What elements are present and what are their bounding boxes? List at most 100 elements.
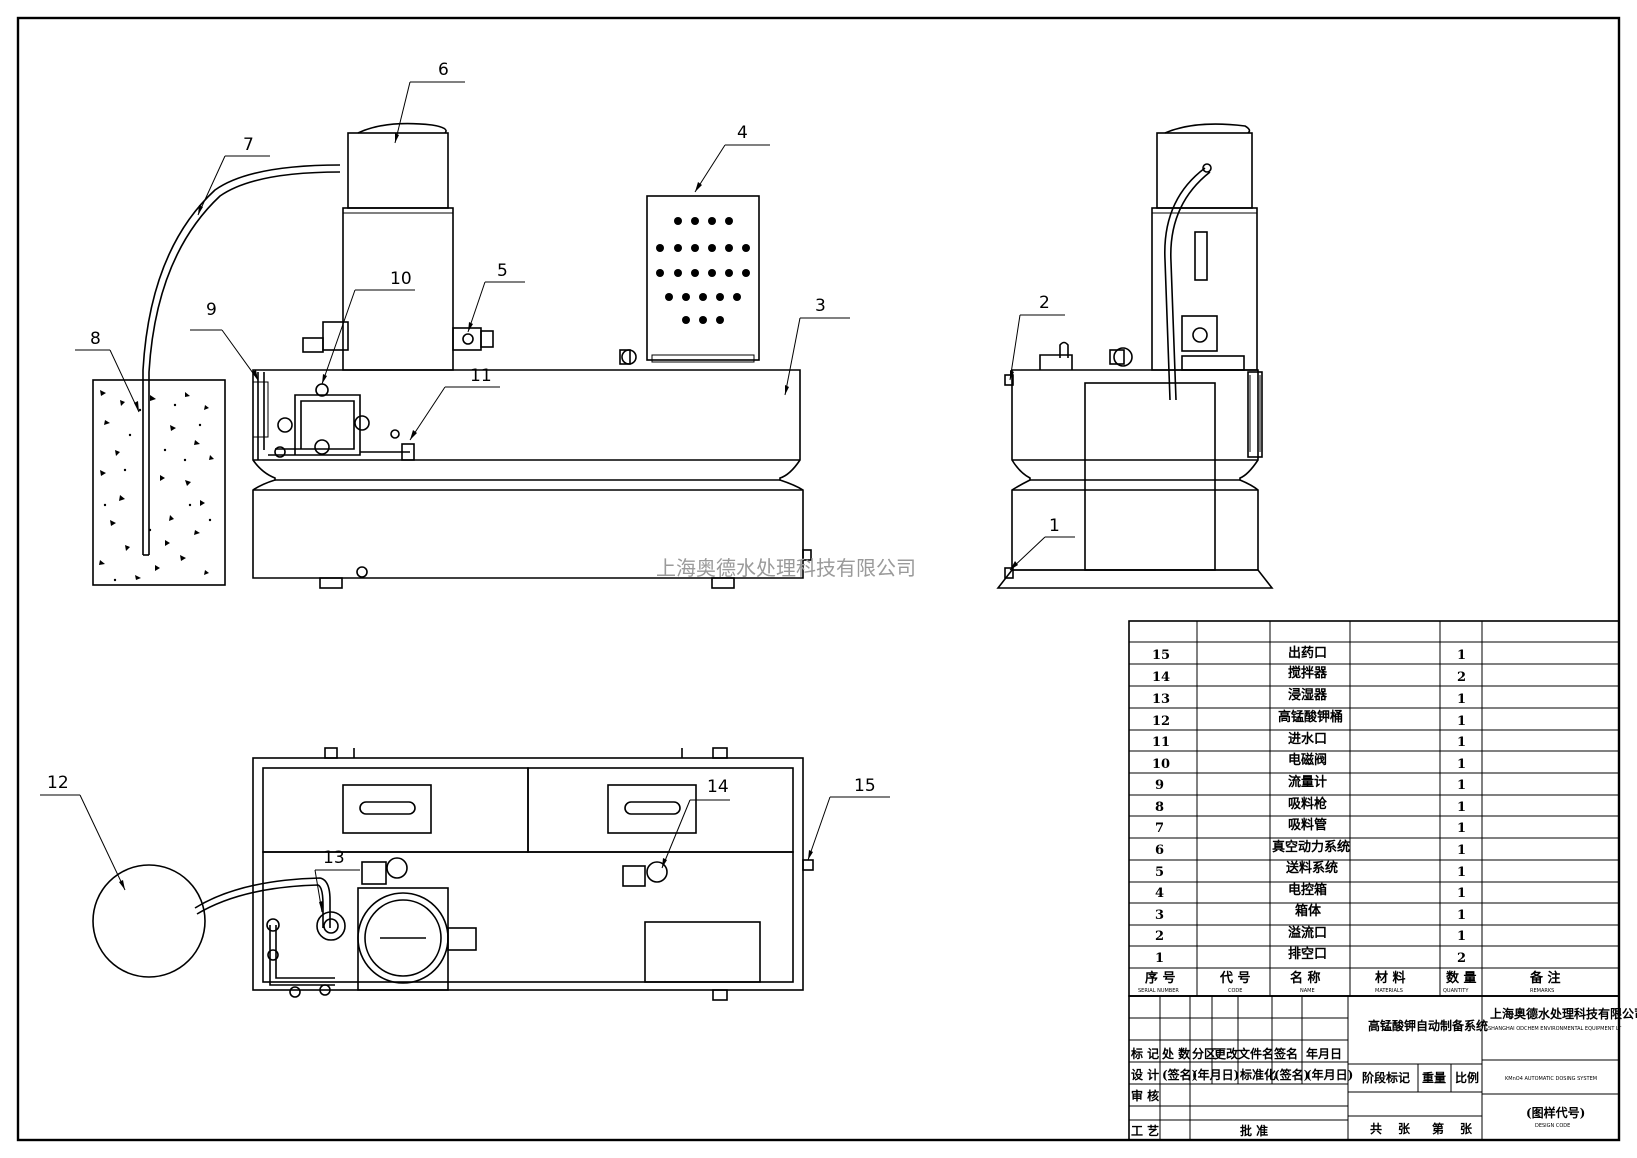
row-qty: 1 bbox=[1457, 886, 1466, 901]
tank-top-outline bbox=[252, 757, 804, 991]
row-name: 吸料管 bbox=[1288, 817, 1327, 833]
header-remarks: 备 注 bbox=[1529, 970, 1561, 986]
label-count: 处 数 bbox=[1161, 1046, 1191, 1061]
label-sign-paren: (签名) bbox=[1162, 1067, 1197, 1082]
header-serial-en: SERIAL NUMBER bbox=[1138, 988, 1179, 994]
feeding-motor bbox=[452, 327, 482, 351]
label-total: 共 bbox=[1370, 1121, 1382, 1136]
callout-1: 1 bbox=[1049, 516, 1060, 536]
row-name: 搅拌器 bbox=[1288, 665, 1328, 681]
table-row: 8 吸料枪 1 bbox=[1155, 796, 1466, 815]
title-block-grid bbox=[1128, 995, 1620, 1141]
company-name: 上海奥德水处理科技有限公司 bbox=[1490, 1006, 1637, 1021]
watermark: 上海奥德水处理科技有限公司 bbox=[656, 556, 916, 580]
drawing-frame bbox=[16, 16, 1621, 1142]
label-weight: 重量 bbox=[1422, 1070, 1446, 1085]
side-tank-body bbox=[1011, 369, 1259, 571]
callout-11: 11 bbox=[470, 366, 492, 386]
label-nth: 第 bbox=[1432, 1121, 1444, 1136]
callout-12: 12 bbox=[47, 773, 69, 793]
header-name: 名 称 bbox=[1290, 970, 1321, 986]
label-scale: 比例 bbox=[1455, 1070, 1479, 1085]
table-row: 3 箱体 1 bbox=[1155, 903, 1466, 923]
row-no: 11 bbox=[1152, 735, 1170, 750]
table-row: 13 浸湿器 1 bbox=[1152, 687, 1466, 707]
header-material: 材 料 bbox=[1375, 970, 1406, 986]
header-code-en: CODE bbox=[1228, 988, 1242, 994]
drain-port bbox=[1004, 567, 1014, 579]
callout-15: 15 bbox=[854, 776, 876, 796]
row-name: 真空动力系统 bbox=[1272, 839, 1350, 855]
row-qty: 1 bbox=[1457, 757, 1466, 772]
row-qty: 1 bbox=[1457, 800, 1466, 815]
label-design: 设 计 bbox=[1131, 1067, 1159, 1082]
row-no: 8 bbox=[1155, 800, 1164, 815]
callout-4: 4 bbox=[737, 123, 748, 143]
row-no: 13 bbox=[1152, 692, 1170, 707]
row-qty: 1 bbox=[1457, 648, 1466, 663]
table-row: 5 送料系统 1 bbox=[1155, 860, 1466, 880]
vacuum-unit-lower bbox=[342, 207, 454, 371]
tank-body bbox=[252, 369, 804, 579]
callout-8: 8 bbox=[90, 329, 101, 349]
row-no: 12 bbox=[1152, 714, 1170, 729]
row-name: 出药口 bbox=[1288, 645, 1327, 661]
row-name: 溢流口 bbox=[1288, 925, 1327, 941]
row-no: 7 bbox=[1155, 821, 1164, 836]
label-signature: 签名 bbox=[1273, 1046, 1298, 1061]
table-row: 11 进水口 1 bbox=[1152, 731, 1466, 750]
row-no: 14 bbox=[1152, 670, 1170, 685]
outlet-port bbox=[802, 859, 814, 871]
table-row: 2 溢流口 1 bbox=[1155, 925, 1466, 944]
table-row: 12 高锰酸钾桶 1 bbox=[1152, 709, 1466, 729]
top-view bbox=[92, 747, 814, 1001]
parts-table: 15 出药口 1 14 搅拌器 2 13 浸湿器 1 12 高锰酸钾桶 1 11… bbox=[1138, 645, 1561, 994]
label-standard: 标准化 bbox=[1239, 1067, 1276, 1082]
wetter-unit bbox=[316, 911, 346, 941]
callout-7: 7 bbox=[243, 135, 254, 155]
system-name: 高锰酸钾自动制备系统 bbox=[1368, 1018, 1488, 1033]
header-quantity-en: QUANTITY bbox=[1443, 988, 1469, 994]
side-view bbox=[996, 123, 1274, 589]
callout-13: 13 bbox=[323, 848, 345, 868]
label-mark: 标 记 bbox=[1130, 1046, 1159, 1061]
callout-2: 2 bbox=[1039, 293, 1050, 313]
front-view bbox=[92, 122, 812, 589]
row-no: 4 bbox=[1155, 886, 1164, 901]
suction-hose bbox=[142, 164, 341, 555]
row-qty: 1 bbox=[1457, 778, 1466, 793]
row-name: 送料系统 bbox=[1285, 860, 1338, 876]
control-box bbox=[646, 195, 760, 361]
table-row: 10 电磁阀 1 bbox=[1152, 752, 1466, 772]
english-title: KMnO4 AUTOMATIC DOSING SYSTEM bbox=[1505, 1076, 1597, 1082]
title-block: 高锰酸钾自动制备系统 上海奥德水处理科技有限公司 SHANGHAI ODCHEM… bbox=[1130, 1006, 1637, 1138]
mixer bbox=[622, 865, 646, 887]
callout-9: 9 bbox=[206, 300, 217, 320]
row-qty: 1 bbox=[1457, 843, 1466, 858]
label-stage-mark: 阶段标记 bbox=[1362, 1070, 1410, 1085]
callout-14: 14 bbox=[707, 777, 729, 797]
row-name: 电控箱 bbox=[1288, 882, 1327, 898]
control-box-vents bbox=[656, 217, 750, 324]
row-qty: 1 bbox=[1457, 735, 1466, 750]
row-qty: 1 bbox=[1457, 929, 1466, 944]
row-qty: 2 bbox=[1457, 670, 1466, 685]
label-review: 审 核 bbox=[1131, 1088, 1159, 1103]
label-approve: 批 准 bbox=[1240, 1123, 1268, 1138]
chemical-bucket-section bbox=[92, 379, 226, 586]
header-name-en: NAME bbox=[1300, 988, 1315, 994]
row-no: 5 bbox=[1155, 865, 1164, 880]
row-qty: 2 bbox=[1457, 951, 1466, 966]
row-name: 吸料枪 bbox=[1288, 796, 1327, 812]
kmno4-bucket-top bbox=[92, 864, 206, 978]
callout-leaders bbox=[40, 81, 1075, 913]
wetter-housing bbox=[357, 887, 449, 991]
row-name: 箱体 bbox=[1295, 903, 1322, 919]
overflow-port bbox=[1004, 374, 1014, 386]
parts-table-grid bbox=[1128, 620, 1620, 997]
row-no: 1 bbox=[1155, 951, 1164, 966]
label-date-paren: (年月日) bbox=[1192, 1067, 1239, 1082]
callout-5: 5 bbox=[497, 261, 508, 281]
header-serial: 序 号 bbox=[1145, 970, 1176, 986]
